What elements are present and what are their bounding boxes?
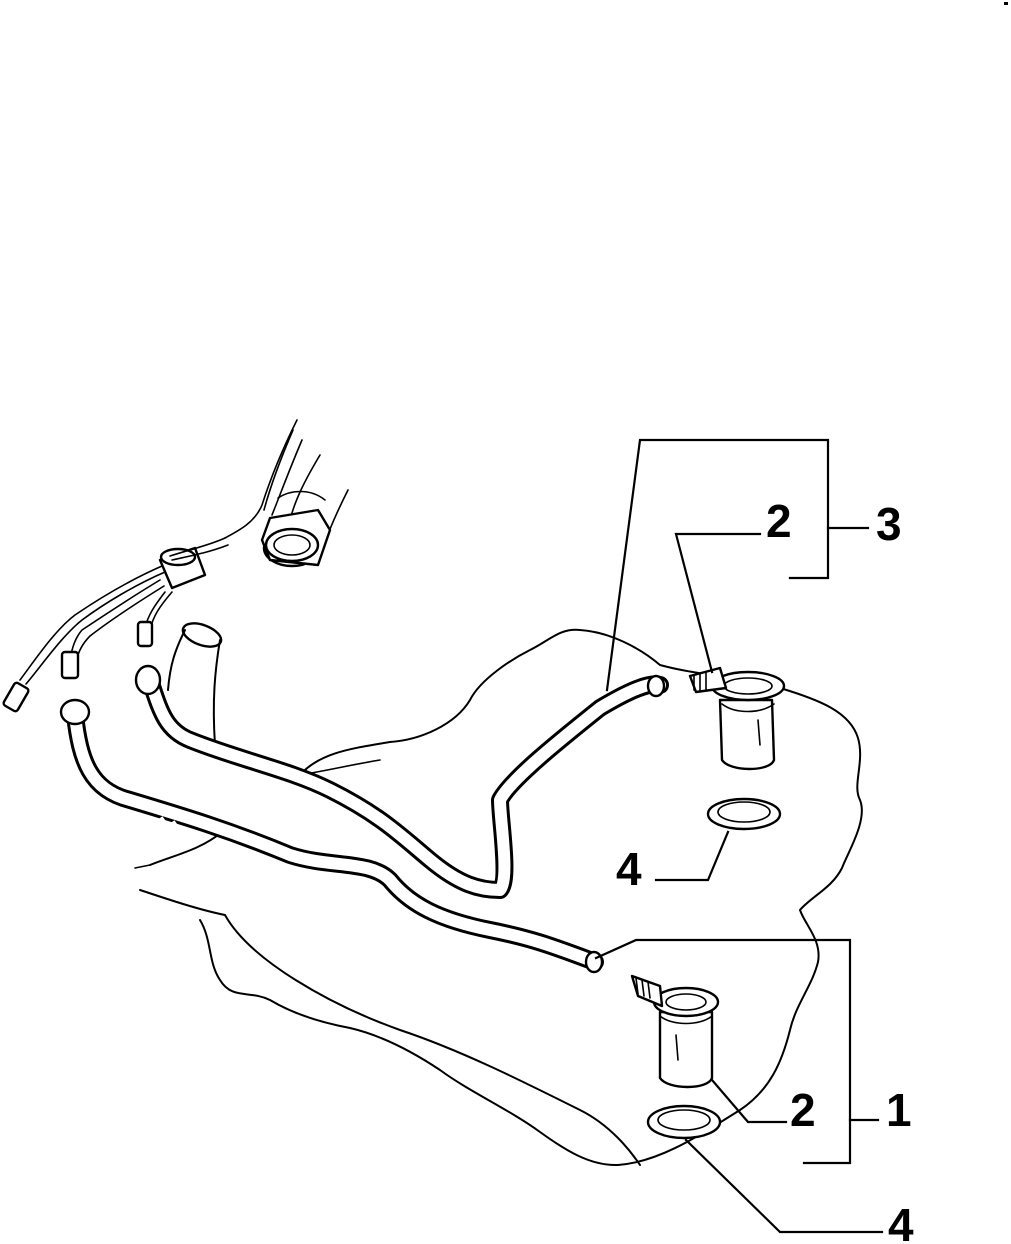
callout-part-2-upper: 2 [766,495,792,547]
fuel-pump-upper [688,666,786,771]
fuel-return-hose [59,698,604,974]
callout-part-2-lower: 2 [790,1084,816,1136]
callout-group-3: 3 [876,498,902,550]
callout-part-4-lower: 4 [888,1199,914,1244]
callout-group-1: 1 [886,1084,912,1136]
seal-ring-lower [646,1104,722,1140]
callout-part-4-upper: 4 [616,843,642,895]
fuel-supply-hose [134,664,669,899]
corner-mark [1004,2,1008,5]
seal-ring-upper [706,797,782,831]
tank-bottom-rail [134,831,641,1166]
filler-neck-assembly [2,419,349,746]
leader-lines [594,438,884,1234]
fuel-pump-lower [630,974,720,1089]
